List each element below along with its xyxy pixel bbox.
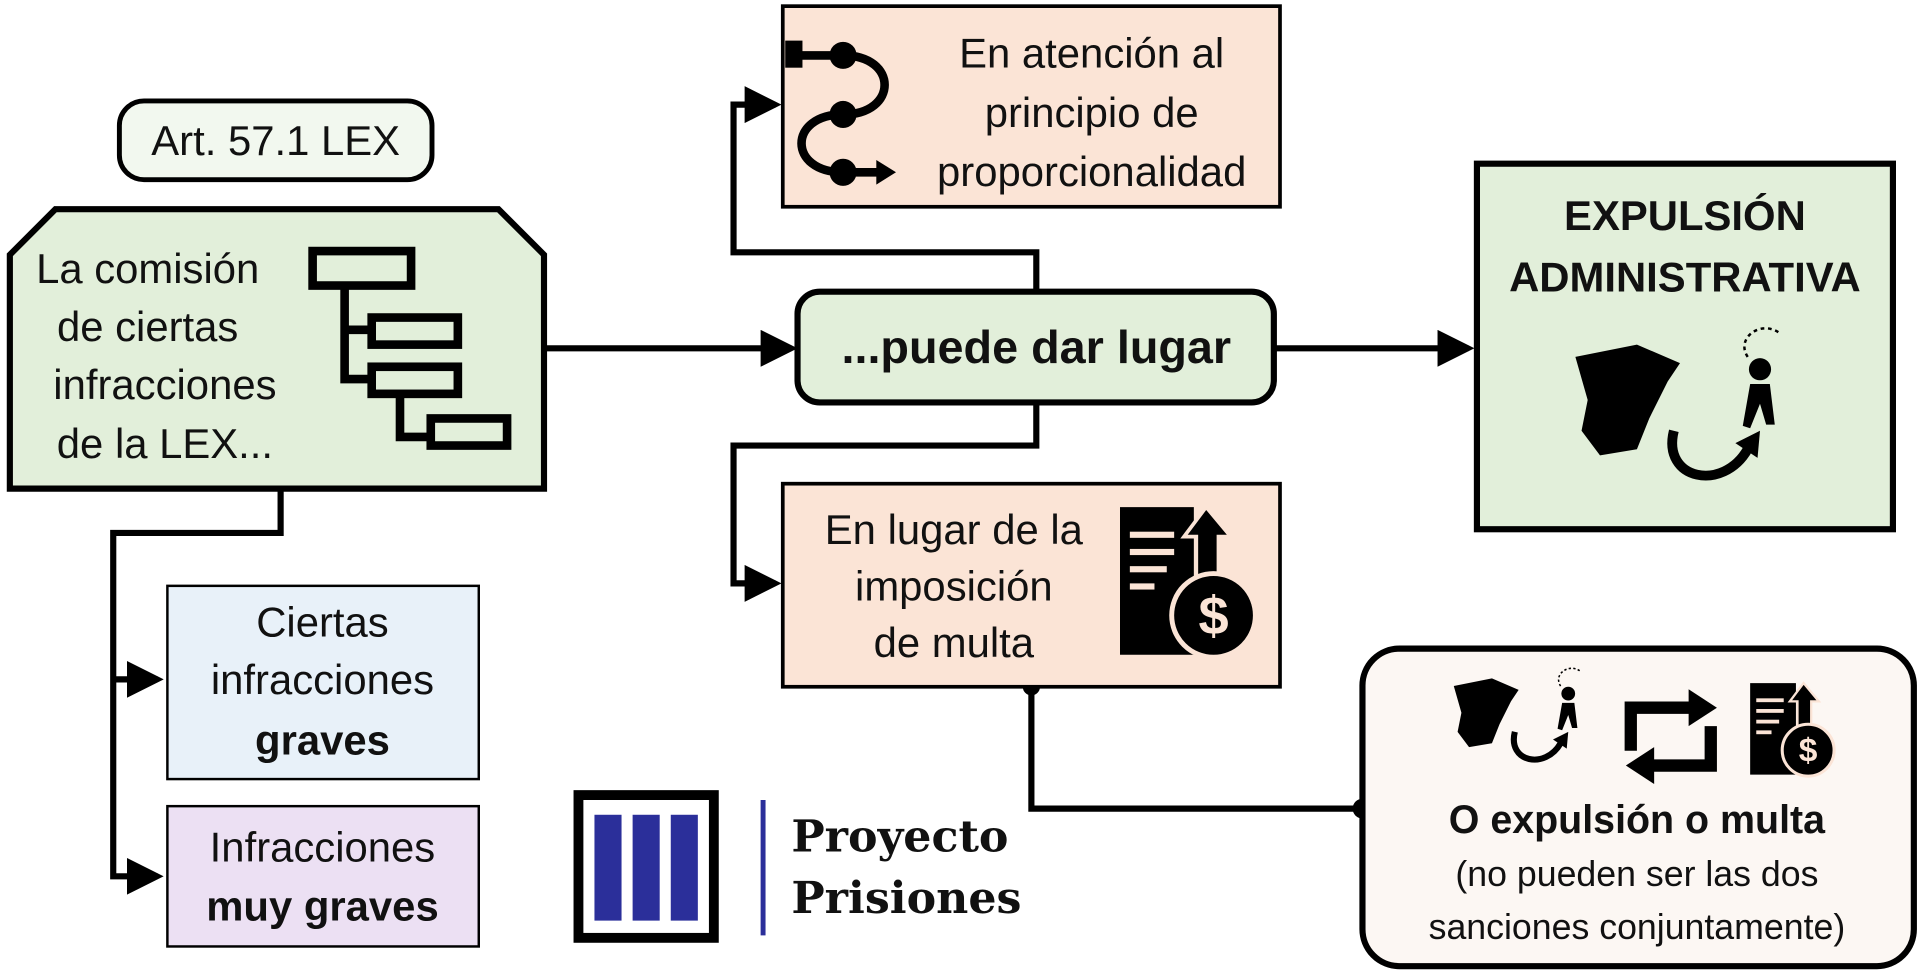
svg-text:graves: graves — [255, 716, 390, 763]
svg-text:...puede dar lugar: ...puede dar lugar — [841, 321, 1231, 373]
svg-text:Infracciones: Infracciones — [210, 824, 436, 871]
expulsion-box: EXPULSIÓN ADMINISTRATIVA — [1473, 160, 1896, 533]
hierarchy-icon — [308, 246, 512, 450]
svg-text:Ciertas: Ciertas — [256, 598, 388, 645]
svg-text:de la LEX...: de la LEX... — [57, 420, 273, 467]
article-label: Art. 57.1 LEX — [116, 98, 435, 183]
proportionality-box: En atención al principio de proporcional… — [780, 4, 1282, 209]
svg-text:proporcionalidad: proporcionalidad — [937, 148, 1246, 195]
path-icon — [785, 40, 896, 186]
svg-text:ADMINISTRATIVA: ADMINISTRATIVA — [1509, 254, 1861, 301]
svg-text:La comisión: La comisión — [36, 245, 259, 292]
connector-lines — [110, 86, 1475, 895]
svg-text:imposición: imposición — [855, 563, 1053, 610]
swap-icon — [1624, 689, 1717, 784]
svg-text:(no pueden ser las dos: (no pueden ser las dos — [1455, 854, 1818, 894]
svg-text:Prisiones: Prisiones — [791, 872, 1021, 924]
either-box: O expulsión o multa (no pueden ser las d… — [1359, 645, 1917, 970]
svg-text:sanciones conjuntamente): sanciones conjuntamente) — [1429, 907, 1846, 947]
svg-text:de multa: de multa — [874, 619, 1035, 666]
muy-graves-box: Infracciones muy graves — [166, 804, 480, 948]
source-box: La comisión de ciertas infracciones de l… — [6, 206, 548, 492]
graves-box: Ciertas infracciones graves — [166, 584, 480, 781]
svg-text:O expulsión o multa: O expulsión o multa — [1449, 798, 1826, 842]
svg-text:infracciones: infracciones — [53, 361, 276, 408]
svg-text:principio de: principio de — [985, 89, 1199, 136]
svg-text:de ciertas: de ciertas — [57, 303, 238, 350]
proyecto-prisiones-logo: Proyecto Prisiones — [573, 790, 1022, 943]
svg-text:infracciones: infracciones — [211, 656, 434, 703]
svg-text:muy graves: muy graves — [206, 883, 439, 930]
svg-text:En lugar de la: En lugar de la — [825, 506, 1084, 553]
svg-text:EXPULSIÓN: EXPULSIÓN — [1564, 191, 1806, 239]
svg-text:Proyecto: Proyecto — [791, 811, 1008, 863]
center-node: ...puede dar lugar — [794, 288, 1277, 406]
svg-text:Art. 57.1 LEX: Art. 57.1 LEX — [151, 117, 400, 164]
fine-box: En lugar de la imposición de multa — [780, 481, 1282, 689]
svg-text:En atención al: En atención al — [959, 30, 1224, 77]
